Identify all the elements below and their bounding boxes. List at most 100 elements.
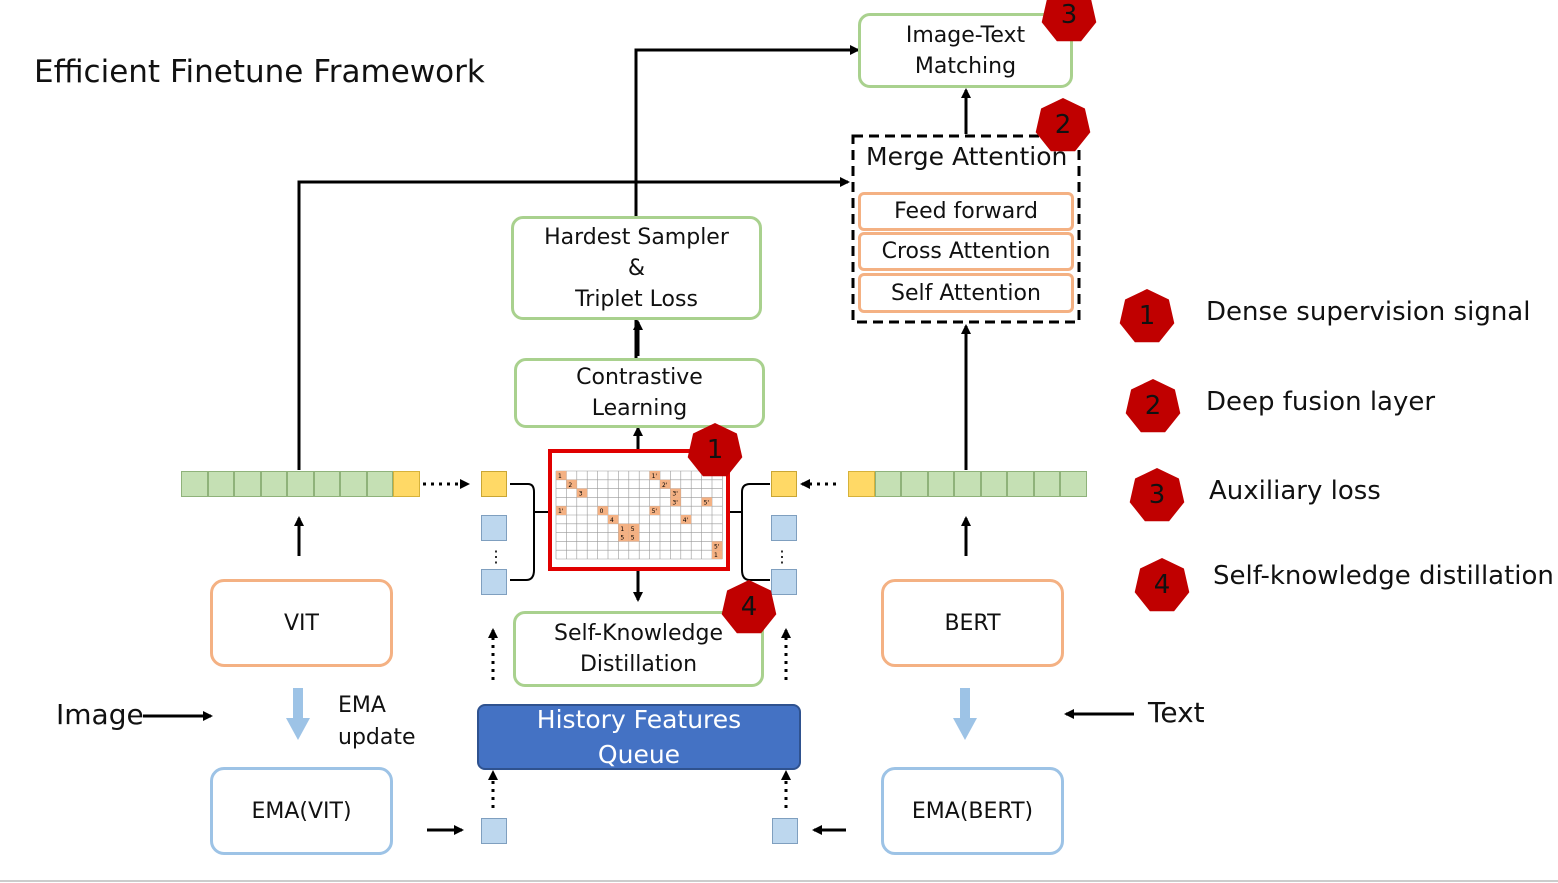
image-token <box>260 471 287 497</box>
ema-update-label: EMA update <box>338 693 416 750</box>
merge-attention-title: Merge Attention <box>866 142 1068 171</box>
text-token <box>874 471 901 497</box>
matrix-positive-cell <box>566 479 577 489</box>
matrix-cell-label: 1 <box>714 552 718 559</box>
contrastive-learning-box: Contrastive Learning <box>514 358 765 428</box>
text-label: Text <box>1148 696 1205 729</box>
matrix-positive-cell <box>628 523 640 533</box>
badge-skd: 4 <box>720 578 778 636</box>
merge-attention-frame <box>851 134 1081 324</box>
image-text-matching-box: Image-Text Matching <box>858 13 1073 88</box>
image-token-row <box>181 471 420 497</box>
matrix-cell-label: 5 <box>631 526 635 533</box>
heptagon-icon <box>1134 558 1190 612</box>
ema-bert-box: EMA(BERT) <box>881 767 1064 855</box>
matrix-cell-label: 1 <box>620 526 624 533</box>
badge-itm: 3 <box>1040 0 1098 44</box>
image-cls-token <box>393 471 420 497</box>
matrix-cell-label: 2' <box>662 482 668 489</box>
image-token <box>366 471 393 497</box>
page-title: Efficient Finetune Framework <box>34 54 485 90</box>
matrix-cell-label: 4' <box>683 517 689 524</box>
text-token <box>901 471 928 497</box>
matrix-positive-cell <box>556 471 567 480</box>
ema-image-square <box>481 818 507 844</box>
matrix-cell-label: 5' <box>704 499 710 506</box>
self-attention-box: Self Attention <box>858 273 1074 313</box>
image-token <box>313 471 340 497</box>
legend-badge-4: 4 <box>1133 556 1191 614</box>
text-queue-square <box>771 569 797 595</box>
heptagon-icon <box>1035 98 1091 152</box>
heptagon-icon <box>687 423 743 477</box>
text-token <box>927 471 954 497</box>
text-token <box>1033 471 1060 497</box>
brace-right <box>730 483 770 581</box>
matrix-cell-label: 3' <box>672 491 678 498</box>
ellipsis-left: ⋮ <box>488 549 504 566</box>
matrix-cell-label: 5' <box>652 508 658 515</box>
matrix-cell-label: 1' <box>558 508 564 515</box>
text-cls-token <box>848 471 875 497</box>
matrix-cell-label: 3' <box>672 499 678 506</box>
text-feature-square <box>771 471 797 497</box>
legend-badge-3: 3 <box>1128 466 1186 524</box>
badge-matrix: 1 <box>686 421 744 479</box>
matrix-cell-label: 4 <box>610 517 614 524</box>
matrix-cell-label: 0 <box>600 508 604 515</box>
legend-label-3: Auxiliary loss <box>1209 476 1381 506</box>
matrix-cell-label: 3 <box>579 491 583 498</box>
text-token <box>1060 471 1087 497</box>
image-feature-square <box>481 471 507 497</box>
image-label: Image <box>56 698 144 731</box>
legend-label-1: Dense supervision signal <box>1206 297 1531 327</box>
ema-text-square <box>772 818 798 844</box>
matrix-cell-label: 1' <box>652 473 658 480</box>
matrix-cell-label: 5' <box>714 543 720 550</box>
ema-vit-box: EMA(VIT) <box>210 767 393 855</box>
vit-box: VIT <box>210 579 393 667</box>
image-token <box>207 471 234 497</box>
feed-forward-box: Feed forward <box>858 192 1074 231</box>
legend-label-4: Self-knowledge distillation <box>1213 561 1554 591</box>
text-token-row <box>848 471 1087 497</box>
arrow-image-to-merge <box>297 177 850 470</box>
heptagon-icon <box>1119 289 1175 343</box>
bert-box: BERT <box>881 579 1064 667</box>
legend-label-2: Deep fusion layer <box>1206 387 1436 417</box>
ema-arrow-right <box>953 688 977 740</box>
heptagon-icon <box>1041 0 1097 42</box>
matrix-positive-cell <box>701 497 712 507</box>
image-token <box>287 471 314 497</box>
matrix-cell-label: 1 <box>558 473 562 480</box>
matrix-positive-cell <box>576 488 588 498</box>
matrix-positive-cell <box>628 532 640 542</box>
cross-attention-box: Cross Attention <box>858 232 1074 271</box>
matrix-positive-cell <box>556 506 567 515</box>
text-queue-square <box>771 515 797 541</box>
matrix-positive-cell <box>712 550 723 559</box>
image-token <box>181 471 208 497</box>
matrix-positive-cell <box>618 532 629 542</box>
matrix-positive-cell <box>649 471 660 480</box>
matrix-positive-cell <box>597 506 608 515</box>
ema-arrow-left <box>286 688 310 740</box>
matrix-positive-cell <box>618 523 629 533</box>
legend-badge-1: 1 <box>1118 287 1176 345</box>
matrix-positive-cell <box>660 479 671 489</box>
matrix-cell-label: 5 <box>620 535 624 542</box>
matrix-positive-cell <box>649 506 660 515</box>
history-features-queue-box: History Features Queue <box>477 704 801 770</box>
matrix-positive-cell <box>608 515 619 524</box>
ellipsis-right: ⋮ <box>774 549 790 566</box>
hardest-sampler-box: Hardest Sampler & Triplet Loss <box>511 216 762 320</box>
text-token <box>954 471 981 497</box>
image-token <box>340 471 367 497</box>
matrix-positive-cell <box>670 497 681 507</box>
matrix-positive-cell <box>670 488 681 498</box>
image-token <box>234 471 261 497</box>
heptagon-icon <box>1129 468 1185 522</box>
